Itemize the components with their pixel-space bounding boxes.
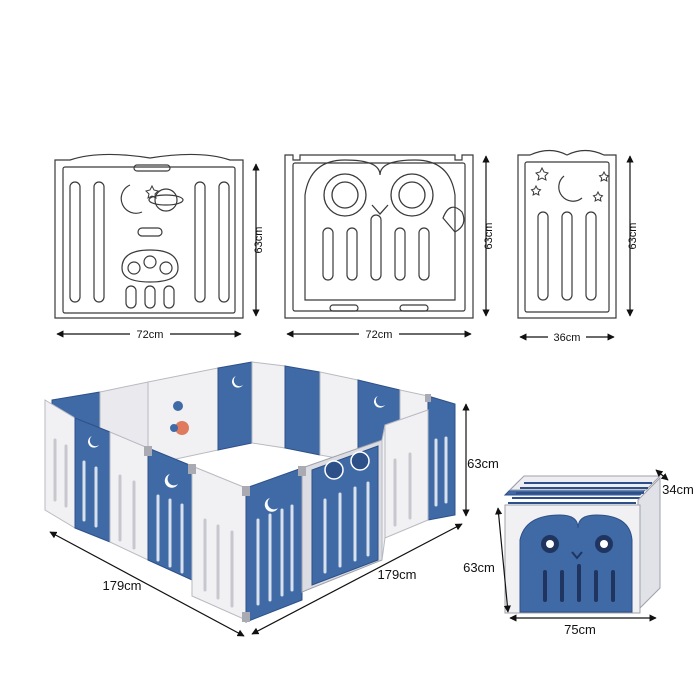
rocket-icon — [170, 401, 189, 435]
bead-maze-icon — [121, 227, 179, 283]
panel2-height-dimension: 63cm — [482, 155, 495, 317]
panel1-width-dimension: 72cm — [56, 326, 242, 341]
folded-panel-bars — [543, 564, 615, 602]
folded-depth-dimension: 34cm — [655, 469, 694, 497]
assembled-left-length-label: 179cm — [102, 578, 141, 593]
moon-icon — [88, 376, 385, 512]
assembled-right-dimension: 179cm — [251, 523, 463, 635]
folded-height-dimension: 63cm — [463, 507, 511, 613]
moon-star-panel-outline — [517, 149, 617, 319]
star-icon — [145, 184, 159, 199]
panel-connectors — [144, 394, 431, 622]
panel2-height-label: 63cm — [483, 223, 495, 250]
moon-icon — [120, 184, 143, 214]
panel1-width-label: 72cm — [137, 329, 164, 341]
owl-icon — [323, 173, 434, 217]
owl-icon — [324, 451, 370, 480]
folded-depth-label: 34cm — [662, 482, 694, 497]
door-latch-icon — [442, 206, 465, 233]
folded-width-dimension: 75cm — [509, 614, 657, 637]
star-icon — [530, 166, 610, 202]
owl-icon — [541, 535, 613, 560]
assembled-right-length-label: 179cm — [377, 567, 416, 582]
folded-width-label: 75cm — [564, 622, 596, 637]
activity-panel-outline — [54, 153, 244, 319]
assembled-height-label: 63cm — [467, 456, 499, 471]
planet-icon — [148, 188, 184, 212]
panel3-width-dimension: 36cm — [519, 329, 615, 344]
panel1-height-dimension: 63cm — [252, 163, 265, 317]
panel2-width-label: 72cm — [366, 329, 393, 341]
stack-edges — [508, 482, 652, 504]
panel1-height-label: 63cm — [253, 227, 265, 254]
panel3-height-dimension: 63cm — [626, 155, 639, 317]
assembled-height-dimension: 63cm — [462, 403, 499, 517]
moon-icon — [558, 175, 583, 202]
owl-door-panel-outline — [284, 154, 474, 319]
panel3-width-label: 36cm — [554, 332, 581, 344]
folded-height-label: 63cm — [463, 560, 495, 575]
panel3-height-label: 63cm — [627, 223, 639, 250]
folded-stack — [503, 475, 662, 614]
panel2-width-dimension: 72cm — [286, 326, 472, 341]
assembled-left-dimension: 179cm — [49, 531, 245, 637]
